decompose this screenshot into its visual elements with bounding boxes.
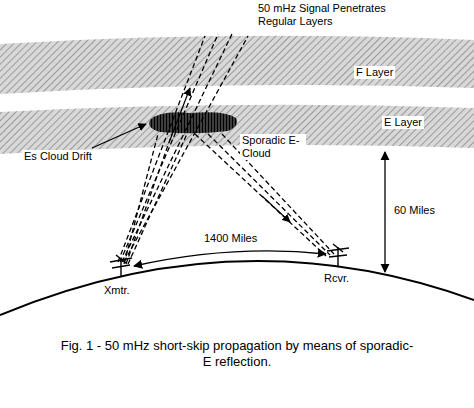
drift-arrow	[92, 124, 146, 148]
cloud-label: Sporadic E-Cloud	[240, 134, 306, 160]
distance-dimension	[134, 251, 326, 266]
dimension-label: 60 Miles	[392, 204, 437, 217]
earth-surface	[0, 261, 474, 315]
dimension-label: 1400 Miles	[202, 232, 259, 245]
penetrating-beam	[118, 34, 248, 262]
receiver-antenna	[327, 244, 349, 266]
layer-label: F Layer	[354, 66, 395, 79]
station-label: Rcvr.	[322, 272, 351, 285]
reflected-arrow	[262, 196, 290, 222]
transmitter-antenna	[110, 255, 132, 277]
upward-arrow	[170, 88, 190, 140]
e-layer-band	[0, 105, 474, 154]
f-layer-band	[0, 36, 474, 94]
reflected-beam	[195, 134, 334, 256]
layer-label: E Layer	[382, 116, 424, 129]
incident-beam	[124, 134, 187, 264]
signal-note: 50 mHz Signal Penetrates Regular Layers	[256, 2, 400, 28]
height-dimension	[384, 152, 385, 272]
station-label: Xmtr.	[102, 284, 132, 297]
drift-label: Es Cloud Drift	[22, 150, 94, 163]
figure-caption: Fig. 1 - 50 mHz short-skip propagation b…	[60, 338, 414, 370]
